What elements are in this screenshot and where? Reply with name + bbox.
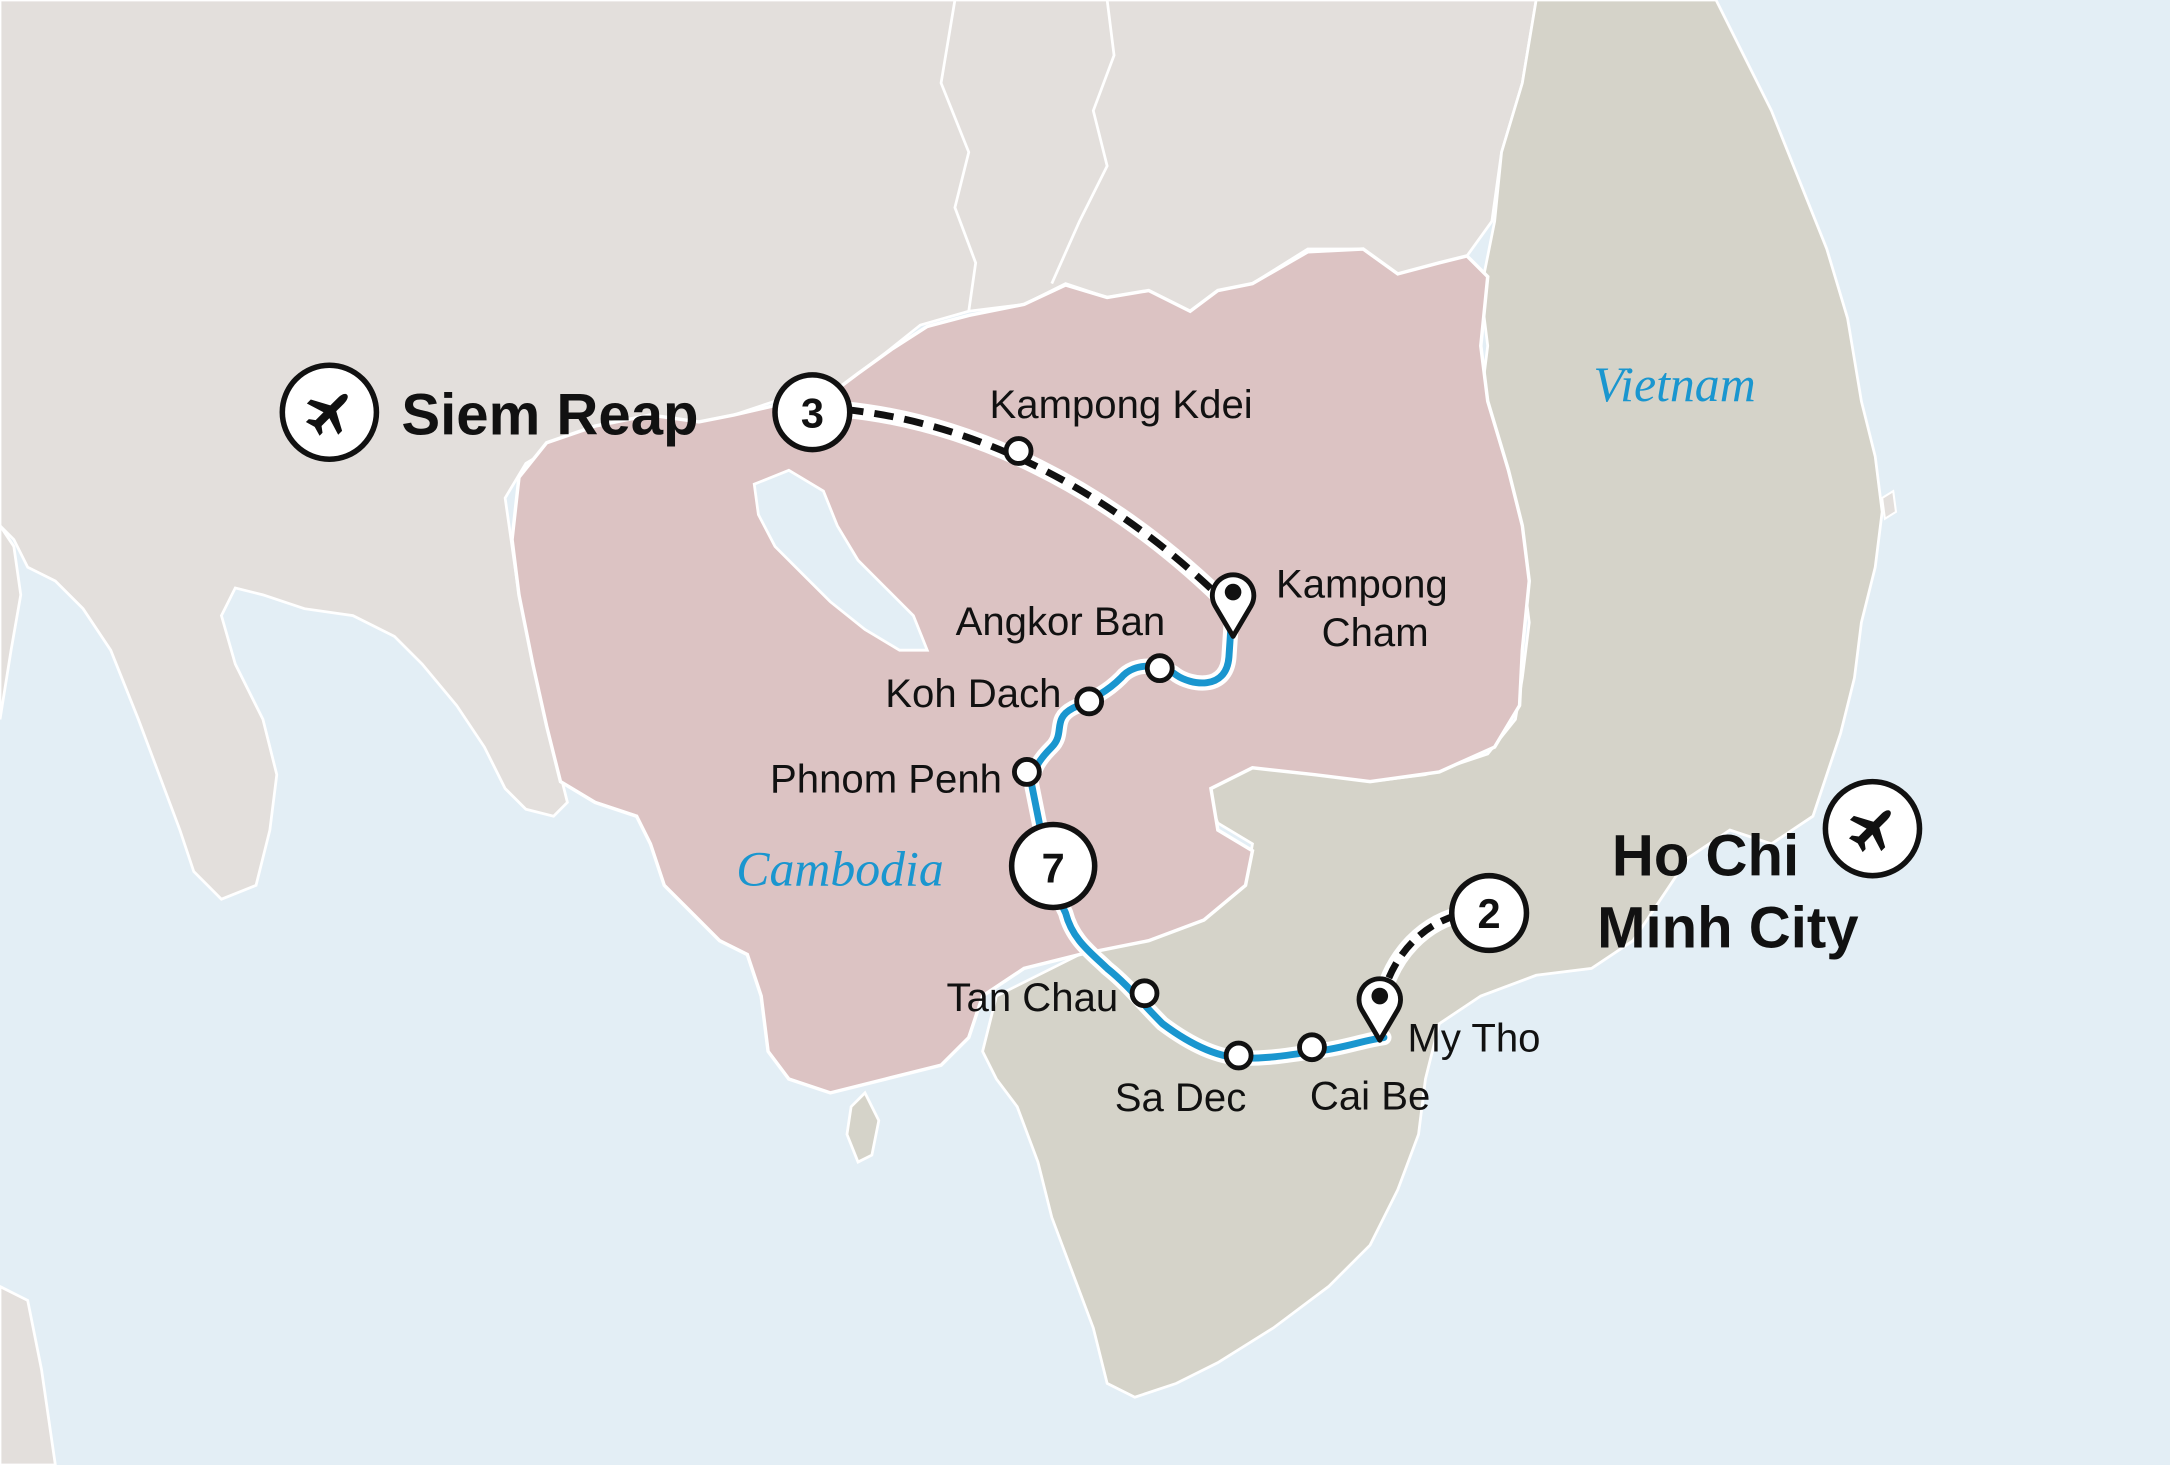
stop-label-cai-be[interactable]: Cai Be [1310, 1073, 1430, 1118]
airplane-icon[interactable] [1822, 778, 1923, 879]
nights-count: 3 [801, 389, 824, 436]
border-laos-2 [939, 0, 978, 312]
land-southwest [0, 1284, 57, 1465]
country-label-vietnam: Vietnam [1593, 357, 1755, 412]
stop-label-my-tho[interactable]: My Tho [1407, 1015, 1540, 1060]
island [845, 1090, 881, 1164]
stop-label-kampong-cham-line2[interactable]: Cham [1322, 610, 1429, 655]
country-label-cambodia: Cambodia [736, 841, 944, 896]
city-label-ho-chi-minh-line1[interactable]: Ho Chi [1612, 824, 1799, 889]
map-pin-icon[interactable] [1356, 976, 1403, 1043]
stop-marker-phnom-penh[interactable] [1011, 757, 1042, 787]
nights-badge-ho-chi-minh[interactable]: 2 [1448, 872, 1530, 954]
stop-label-kampong-cham-line1[interactable]: Kampong [1276, 562, 1448, 607]
stop-label-koh-dach[interactable]: Koh Dach [885, 671, 1061, 716]
stop-label-kampong-kdei[interactable]: Kampong Kdei [990, 382, 1253, 427]
stop-marker-cai-be[interactable] [1297, 1032, 1327, 1063]
stop-label-phnom-penh[interactable]: Phnom Penh [770, 757, 1002, 802]
map-pin-icon[interactable] [1209, 572, 1257, 639]
stop-marker-angkor-ban[interactable] [1144, 653, 1175, 684]
city-label-ho-chi-minh-line2[interactable]: Minh City [1597, 896, 1859, 961]
border-laos [1050, 0, 1116, 285]
nights-count: 7 [1042, 845, 1065, 892]
city-label-siem-reap[interactable]: Siem Reap [401, 382, 698, 447]
airplane-icon[interactable] [279, 362, 380, 463]
nights-badge-siem-reap[interactable]: 3 [772, 372, 853, 453]
nights-badge-cruise[interactable]: 7 [1008, 821, 1098, 911]
stop-marker-tan-chau[interactable] [1129, 978, 1160, 1009]
land-route-north-dashes [843, 406, 1235, 612]
stop-marker-koh-dach[interactable] [1074, 686, 1105, 717]
land-cambodia [510, 247, 1531, 1095]
stop-marker-sa-dec[interactable] [1223, 1040, 1254, 1071]
stop-label-sa-dec[interactable]: Sa Dec [1115, 1075, 1247, 1120]
stop-label-angkor-ban[interactable]: Angkor Ban [956, 599, 1166, 644]
lake-tonle-sap [752, 468, 930, 652]
stop-marker-kampong-kdei[interactable] [1003, 436, 1034, 466]
land-west-coast [0, 523, 23, 720]
stop-label-tan-chau[interactable]: Tan Chau [946, 975, 1118, 1020]
nights-count: 2 [1478, 890, 1501, 937]
island [1881, 489, 1898, 521]
